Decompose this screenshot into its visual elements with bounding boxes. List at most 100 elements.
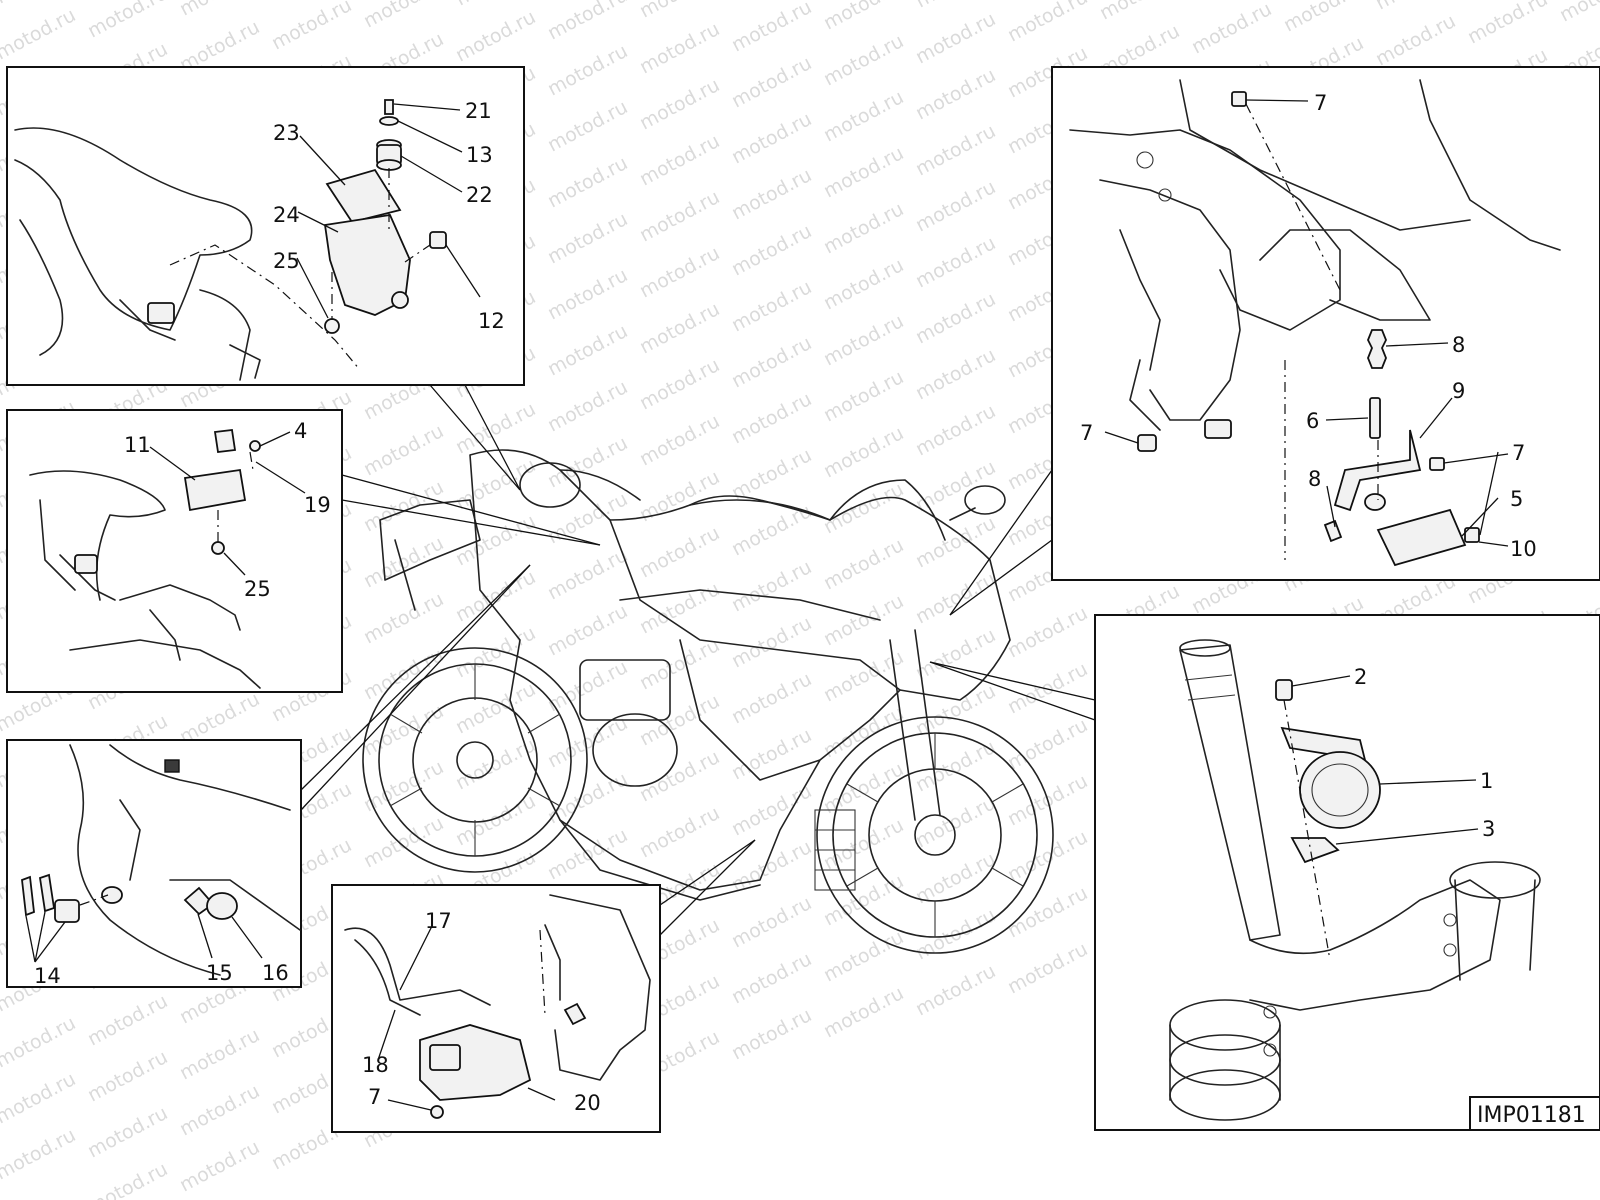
watermark-text: motod.ru xyxy=(728,612,815,672)
watermark-text: motod.ru xyxy=(452,454,539,514)
reference-code-box: IMP01181 xyxy=(1469,1096,1600,1131)
callout-3: 3 xyxy=(1482,817,1495,841)
callout-7-top: 7 xyxy=(1314,91,1327,115)
watermark-text: motod.ru xyxy=(544,600,631,660)
watermark-text: motod.ru xyxy=(820,254,907,314)
callout-leaders xyxy=(25,99,1509,1111)
watermark-text: motod.ru xyxy=(1464,0,1551,48)
watermark-text: motod.ru xyxy=(544,768,631,828)
watermark-text: motod.ru xyxy=(912,960,999,1020)
watermark-text: motod.ru xyxy=(636,130,723,190)
watermark-text: motod.ru xyxy=(0,1068,79,1128)
watermark-text: motod.ru xyxy=(912,400,999,460)
watermark-text: motod.ru xyxy=(820,310,907,370)
watermark-text: motod.ru xyxy=(176,1024,263,1084)
callout-11: 11 xyxy=(124,433,151,457)
callout-14: 14 xyxy=(34,964,61,988)
watermark-text: motod.ru xyxy=(912,8,999,68)
watermark-text: motod.ru xyxy=(820,142,907,202)
watermark-text: motod.ru xyxy=(544,96,631,156)
watermark-text: motod.ru xyxy=(84,1046,171,1106)
callout-4: 4 xyxy=(294,419,307,443)
watermark-text: motod.ru xyxy=(1188,0,1275,58)
callout-8-bottom: 8 xyxy=(1308,467,1321,491)
watermark-text: motod.ru xyxy=(728,332,815,392)
callout-22: 22 xyxy=(466,183,493,207)
watermark-text: motod.ru xyxy=(636,242,723,302)
callout-18: 18 xyxy=(362,1053,389,1077)
watermark-text: motod.ru xyxy=(912,176,999,236)
motorcycle-illustration xyxy=(362,449,1054,954)
watermark-text: motod.ru xyxy=(728,220,815,280)
watermark-text: motod.ru xyxy=(544,544,631,604)
callout-12: 12 xyxy=(478,309,505,333)
watermark-text: motod.ru xyxy=(452,622,539,682)
watermark-text: motod.ru xyxy=(728,556,815,616)
watermark-text: motod.ru xyxy=(912,64,999,124)
detail-panel-bottom-left xyxy=(6,739,302,988)
watermark-text: motod.ru xyxy=(452,6,539,66)
watermark-text: motod.ru xyxy=(636,522,723,582)
watermark-text: motod.ru xyxy=(636,354,723,414)
watermark-text: motod.ru xyxy=(820,422,907,482)
watermark-text: motod.ru xyxy=(820,86,907,146)
detail-panel-top-right xyxy=(1051,66,1600,581)
watermark-text: motod.ru xyxy=(1280,0,1367,36)
watermark-text: motod.ru xyxy=(820,30,907,90)
watermark-text: motod.ru xyxy=(820,478,907,538)
watermark-text: motod.ru xyxy=(912,848,999,908)
watermark-text: motod.ru xyxy=(360,700,447,760)
watermark-text: motod.ru xyxy=(544,0,631,44)
watermark-text: motod.ru xyxy=(452,734,539,794)
watermark-text: motod.ru xyxy=(544,40,631,100)
callout-20: 20 xyxy=(574,1091,601,1115)
watermark-text: motod.ru xyxy=(0,1124,79,1184)
callout-7-bc: 7 xyxy=(368,1085,381,1109)
watermark-text: motod.ru xyxy=(452,398,539,458)
watermark-text: motod.ru xyxy=(912,736,999,796)
callout-2: 2 xyxy=(1354,665,1367,689)
detail-panel-bottom-center xyxy=(331,884,661,1133)
callout-5: 5 xyxy=(1510,487,1523,511)
watermark-text: motod.ru xyxy=(544,432,631,492)
watermark-text: motod.ru xyxy=(360,812,447,872)
callout-9: 9 xyxy=(1452,379,1465,403)
watermark-text: motod.ru xyxy=(1004,602,1091,662)
watermark-text: motod.ru xyxy=(728,780,815,840)
watermark-text: motod.ru xyxy=(728,52,815,112)
watermark-text: motod.ru xyxy=(728,0,815,56)
watermark-text: motod.ru xyxy=(84,1102,171,1162)
watermark-text: motod.ru xyxy=(1004,938,1091,998)
watermark-text: motod.ru xyxy=(728,668,815,728)
watermark-text: motod.ru xyxy=(0,4,79,64)
callout-1: 1 xyxy=(1480,769,1493,793)
watermark-text: motod.ru xyxy=(1004,882,1091,942)
watermark-text: motod.ru xyxy=(820,926,907,986)
watermark-text: motod.ru xyxy=(636,746,723,806)
watermark-text: motod.ru xyxy=(84,990,171,1050)
callout-8-top: 8 xyxy=(1452,333,1465,357)
watermark-text: motod.ru xyxy=(360,420,447,480)
watermark-text: motod.ru xyxy=(728,388,815,448)
watermark-text: motod.ru xyxy=(636,74,723,134)
watermark-text: motod.ru xyxy=(636,186,723,246)
watermark-text: motod.ru xyxy=(452,566,539,626)
callout-21: 21 xyxy=(465,99,492,123)
callout-6: 6 xyxy=(1306,409,1319,433)
watermark-text: motod.ru xyxy=(820,534,907,594)
watermark-text: motod.ru xyxy=(176,1080,263,1140)
watermark-text: motod.ru xyxy=(636,298,723,358)
callout-17: 17 xyxy=(425,909,452,933)
callout-labels: 21 13 22 23 24 25 12 11 4 19 25 14 15 16… xyxy=(34,91,1537,1115)
watermark-text: motod.ru xyxy=(636,466,723,526)
callout-7-right: 7 xyxy=(1512,441,1525,465)
watermark-text: motod.ru xyxy=(728,444,815,504)
watermark-text: motod.ru xyxy=(728,892,815,952)
callout-25-mid: 25 xyxy=(244,577,271,601)
watermark-text: motod.ru xyxy=(1004,826,1091,886)
watermark-text: motod.ru xyxy=(1372,10,1459,70)
watermark-text: motod.ru xyxy=(1004,658,1091,718)
watermark-text: motod.ru xyxy=(728,108,815,168)
watermark-text: motod.ru xyxy=(360,0,447,32)
watermark-text: motod.ru xyxy=(1004,714,1091,774)
